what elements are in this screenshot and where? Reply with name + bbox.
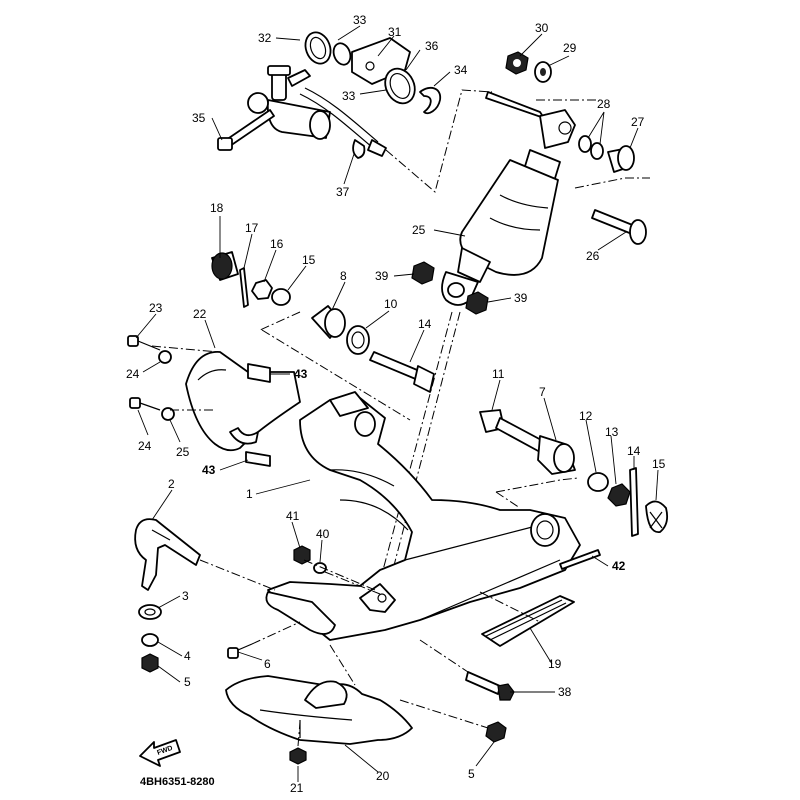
callout-labels: 32 33 31 36 34 33 35 37 30 29 28 27 26 2… <box>126 13 666 795</box>
callout-31: 30 <box>535 21 549 35</box>
callout-3: 3 <box>182 589 189 603</box>
callout-43-a: 43 <box>294 367 308 381</box>
callout-14: 15 <box>652 457 666 471</box>
callout-36-a: 32 <box>258 31 272 45</box>
callout-18: 17 <box>245 221 259 235</box>
callout-5-b: 5 <box>468 767 475 781</box>
callout-10: 11 <box>492 367 505 381</box>
callout-23: 22 <box>193 307 207 321</box>
callout-25-b: 25 <box>176 445 190 459</box>
callout-39-a: 39 <box>375 269 389 283</box>
callout-27: 26 <box>586 249 600 263</box>
callout-33-b: 33 <box>342 89 356 103</box>
shock-absorber <box>374 149 561 601</box>
front-direction-arrow: FWD <box>139 739 181 767</box>
swingarm <box>265 391 581 641</box>
callout-30: 29 <box>563 41 577 55</box>
callout-4: 4 <box>184 649 191 663</box>
chain-slider <box>479 549 601 647</box>
callout-1: 1 <box>246 487 253 501</box>
callout-24-b: 24 <box>138 439 152 453</box>
callout-34: 34 <box>454 63 468 77</box>
callout-5-a: 5 <box>184 675 191 689</box>
callout-40: 40 <box>316 527 330 541</box>
callout-8: 8 <box>340 269 347 283</box>
relay-lever-hardware <box>134 518 276 673</box>
callout-32: 31 <box>388 25 402 39</box>
callout-11: 12 <box>579 409 593 423</box>
callout-19: 18 <box>210 201 224 215</box>
callout-38: 38 <box>558 685 572 699</box>
pivot-hardware <box>479 409 669 537</box>
callout-28: 27 <box>631 115 645 129</box>
callout-17: 16 <box>270 237 284 251</box>
callout-22: 21 <box>290 781 304 795</box>
callout-15: 14 <box>418 317 432 331</box>
callout-25-a: 24 <box>126 367 140 381</box>
callout-7: 7 <box>539 385 546 399</box>
callout-36-b: 36 <box>425 39 439 53</box>
callout-9: 10 <box>384 297 398 311</box>
callout-26: 25 <box>412 223 426 237</box>
callout-6: 6 <box>264 657 271 671</box>
callout-41: 41 <box>286 509 300 523</box>
diagram-code: 4BH6351-8280 <box>140 776 215 788</box>
callout-21: 20 <box>376 769 390 783</box>
callout-16: 15 <box>302 253 316 267</box>
bottom-cover <box>225 639 515 765</box>
small-fasteners <box>227 545 381 659</box>
callout-42: 42 <box>612 559 626 573</box>
callout-13: 14 <box>627 444 641 458</box>
callout-35: 35 <box>192 111 206 125</box>
callout-37: 37 <box>336 185 350 199</box>
callout-33-a: 33 <box>353 13 367 27</box>
callout-39-b: 39 <box>514 291 528 305</box>
reservoir-assembly <box>217 31 493 193</box>
callout-12: 13 <box>605 425 619 439</box>
callout-20: 19 <box>548 657 562 671</box>
callout-43-b: 43 <box>202 463 216 477</box>
leader-lines <box>135 25 659 782</box>
shock-top-mount <box>485 51 650 245</box>
relay-arm-parts <box>211 251 435 421</box>
chain-guard <box>127 335 301 467</box>
callout-24-a: 23 <box>149 301 163 315</box>
callout-2: 2 <box>168 477 175 491</box>
callout-29: 28 <box>597 97 611 111</box>
